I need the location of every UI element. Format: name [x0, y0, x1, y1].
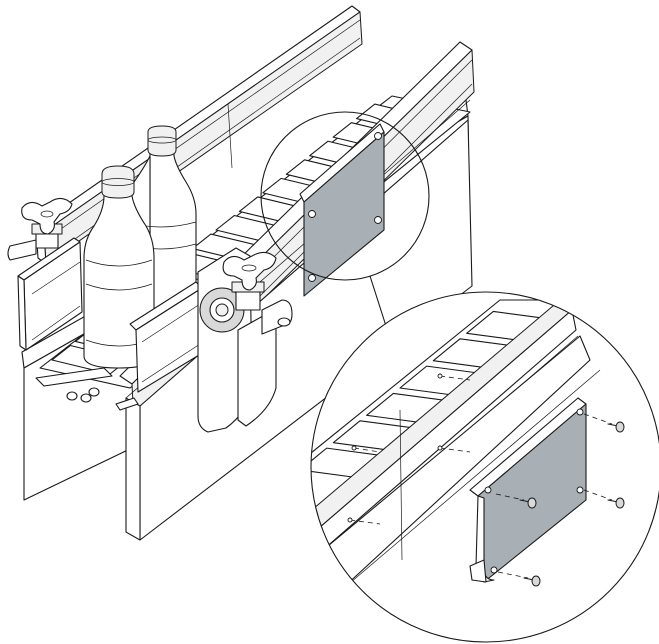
screw: [607, 421, 625, 433]
screw: [607, 497, 625, 509]
detail-callout-circle-small: [260, 111, 430, 281]
star-knob-left: [7, 197, 73, 261]
screw: [523, 575, 541, 587]
callout-leader-line: [369, 275, 387, 327]
guide-rail-front-segment: [17, 237, 83, 351]
frame-hole: [351, 445, 357, 451]
bottle-front: [83, 165, 155, 369]
frame-hole: [437, 445, 443, 451]
screw-set: [519, 421, 625, 587]
star-knob-right: [222, 251, 277, 311]
frame-hole: [437, 373, 443, 379]
mounted-plate: [299, 123, 385, 297]
detail-plate-hole: [484, 486, 492, 494]
screw-path-line: [353, 447, 381, 453]
detail-view: [310, 291, 659, 643]
detail-callout-circle-large: [310, 291, 659, 643]
screw: [519, 497, 537, 509]
plate-hole: [308, 210, 316, 218]
frame-hole: [347, 517, 353, 523]
detail-plate-hole: [576, 408, 584, 416]
plate-hole: [374, 216, 382, 224]
detail-plate-hole: [576, 486, 584, 494]
detail-plate-hole: [490, 566, 498, 574]
plate-hole: [308, 274, 316, 282]
plate-hole: [374, 132, 382, 140]
chain-return-parts: [35, 367, 139, 411]
